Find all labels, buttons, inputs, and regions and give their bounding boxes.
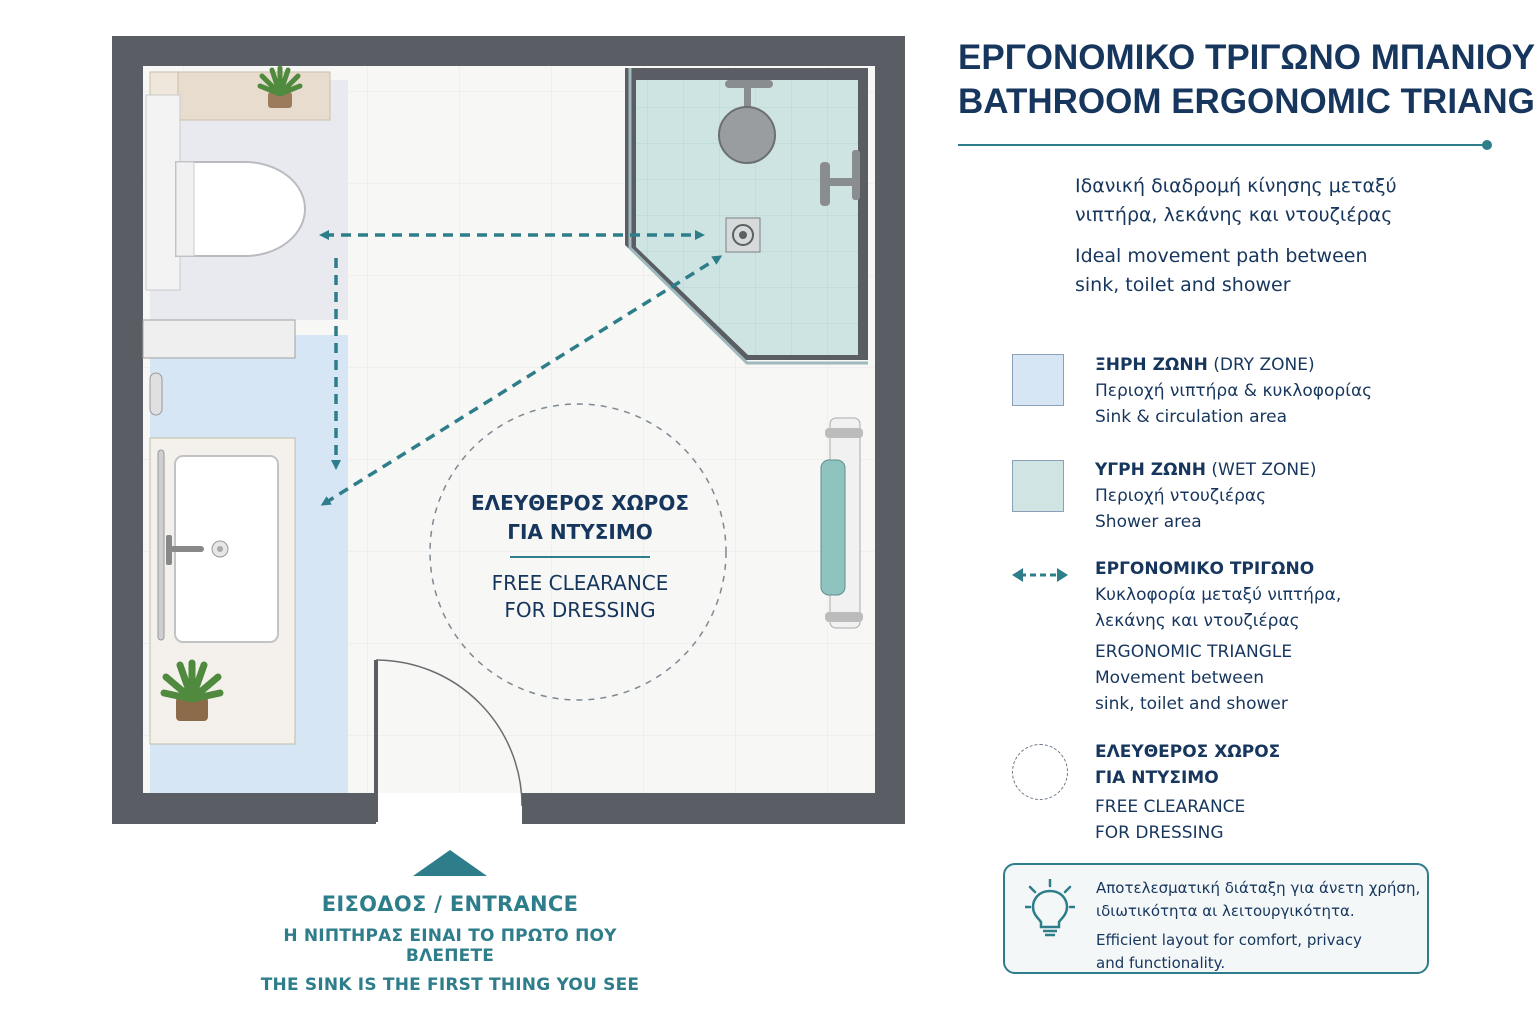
page-title-gr: ΕΡΓΟΝΟΜΙΚΟ ΤΡΙΓΩΝΟ ΜΠΑΝΙΟΥ [958,38,1536,77]
wet-zone-swatch [1012,460,1064,512]
legend-dry-title-en: (DRY ZONE) [1213,355,1315,375]
legend-triangle-desc-gr-2: λεκάνης και ντουζιέρας [1095,611,1300,631]
towel-rail-icon [820,417,863,629]
tip-en-2: and functionality. [1096,954,1226,972]
entrance-note-en: THE SINK IS THE FIRST THING YOU SEE [260,975,640,995]
legend-clearance-title-gr-1: ΕΛΕΥΘΕΡΟΣ ΧΩΡΟΣ [1095,742,1281,762]
dry-zone-swatch [1012,354,1064,406]
clearance-label-en-2: FOR DRESSING [504,598,655,622]
entrance-block: ΕΙΣΟΔΟΣ / ENTRANCE Η ΝΙΠΤΗΡΑΣ ΕΙΝΑΙ ΤΟ Π… [250,850,650,995]
entrance-arrow-icon [413,850,487,876]
shower-valve-icon [820,150,860,206]
legend-triangle-desc-en-2: sink, toilet and shower [1095,694,1288,714]
legend-triangle-title-en: ERGONOMIC TRIANGLE [1095,642,1293,662]
toilet-tank [145,94,181,291]
arrow-sink-shower [320,255,723,506]
rule-dot [1482,140,1492,150]
toilet-seat-hinge [175,161,195,257]
page-title-en: BATHROOM ERGONOMIC TRIANGLE [958,82,1536,121]
clearance-label-gr-2: ΓΙΑ ΝΤΥΣΙΜΟ [507,520,653,544]
faucet-icon [157,449,229,641]
legend-wet-desc-gr: Περιοχή ντουζιέρας [1095,486,1267,506]
legend-dry-title: ΞΗΡΗ ΖΩΝΗ [1095,355,1208,375]
legend-triangle-desc-en-1: Movement between [1095,668,1264,688]
plant-icon [257,65,303,108]
header: ΕΡΓΟΝΟΜΙΚΟ ΤΡΙΓΩΝΟ ΜΠΑΝΙΟΥ BATHROOM ERGO… [958,36,1536,150]
legend-triangle-desc-gr-1: Κυκλοφορία μεταξύ νιπτήρα, [1095,585,1342,605]
title-rule [958,140,1492,150]
tip-gr-1: Αποτελεσματική διάταξη για άνετη χρήση, [1096,879,1421,897]
entrance-title: ΕΙΣΟΔΟΣ / ENTRANCE [321,892,579,916]
intro-gr-1: Ιδανική διαδρομή κίνησης μεταξύ [1075,175,1397,197]
legend-clearance-title-gr-2: ΓΙΑ ΝΤΥΣΙΜΟ [1095,768,1219,788]
legend-dry-desc-en: Sink & circulation area [1095,407,1288,427]
paper-holder [149,372,163,416]
legend-dry-desc-gr: Περιοχή νιπτήρα & κυκλοφορίας [1095,381,1373,401]
legend-wet-title: ΥΓΡΗ ΖΩΝΗ [1095,460,1206,480]
floor-plan: ΕΛΕΥΘΕΡΟΣ ΧΩΡΟΣ ΓΙΑ ΝΤΥΣΙΜΟ FREE CLEARAN… [112,36,905,824]
entrance-note-gr: Η ΝΙΠΤΗΡΑΣ ΕΙΝΑΙ ΤΟ ΠΡΩΤΟ ΠΟΥ ΒΛΕΠΕΤΕ [283,926,617,966]
legend-clearance-title-en-1: FREE CLEARANCE [1095,797,1246,817]
door-jamb-left [368,793,376,824]
drain-icon [725,217,761,253]
shower-head-icon [718,80,776,164]
clearance-label-gr-1: ΕΛΕΥΘΕΡΟΣ ΧΩΡΟΣ [471,491,689,515]
legend-wet-desc-en: Shower area [1095,512,1202,532]
tip-box: Αποτελεσματική διάταξη για άνετη χρήση, … [1003,863,1429,974]
legend-wet-title-en: (WET ZONE) [1211,460,1317,480]
partition-wall [142,319,296,359]
double-arrow-icon [1012,568,1068,582]
intro-en-2: sink, toilet and shower [1075,274,1291,296]
legend-clearance-title-en-2: FOR DRESSING [1095,823,1224,843]
intro: Ιδανική διαδρομή κίνησης μεταξύ νιπτήρα,… [1075,172,1505,300]
door-jamb-right [522,793,530,824]
lightbulb-icon [1025,879,1075,937]
tip-en-1: Efficient layout for comfort, privacy [1096,931,1362,949]
plant-icon [160,659,224,721]
door-opening [370,793,528,824]
intro-en-1: Ideal movement path between [1075,245,1368,267]
tip-gr-2: ιδιωτικότητα αι λειτουργικότητα. [1096,902,1355,920]
toilet-bowl [175,161,306,257]
clearance-label-en-1: FREE CLEARANCE [492,571,669,595]
dashed-circle-icon [1012,744,1068,800]
intro-gr-2: νιπτήρα, λεκάνης και ντουζιέρας [1075,204,1393,226]
door-swing [375,659,523,807]
legend-triangle-title-gr: ΕΡΓΟΝΟΜΙΚΟ ΤΡΙΓΩΝΟ [1095,559,1315,579]
